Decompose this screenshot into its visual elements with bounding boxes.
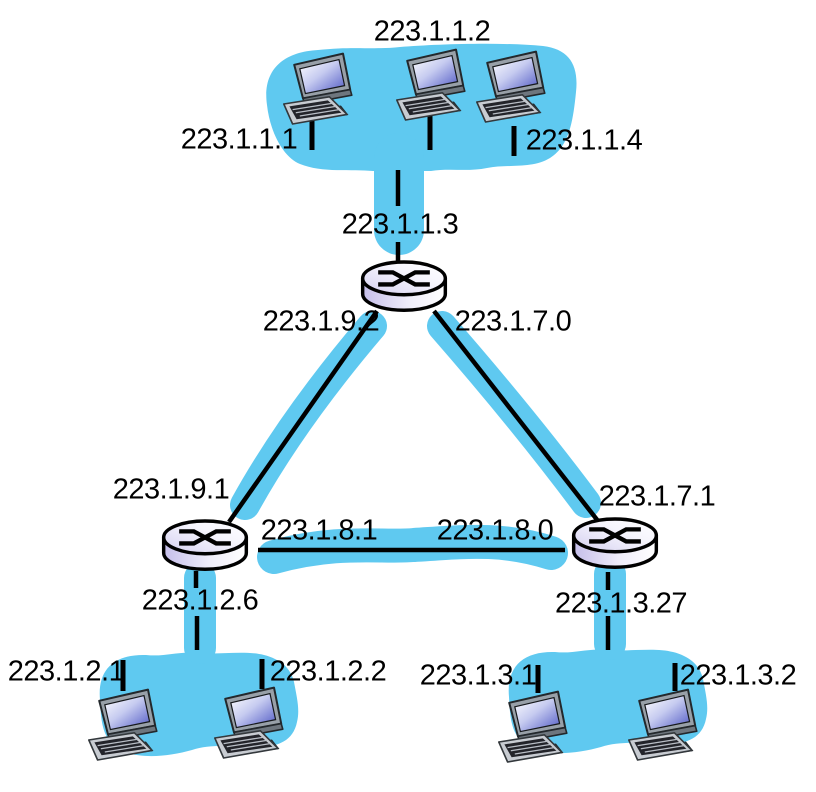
link-router-left [227,309,379,524]
network-links [193,170,611,650]
router-bottom-right [574,519,657,567]
link-router-right [432,309,600,523]
router-top [363,262,446,310]
ip-label-223-1-8-1: 223.1.8.1 [260,514,378,547]
ip-label-223-1-7-1: 223.1.7.1 [598,480,716,513]
link-highlight-223-1-9 [230,311,387,520]
ip-label-223-1-3-1: 223.1.3.1 [419,659,537,692]
host-223-1-3-1 [498,690,568,763]
ip-label-223-1-1-3: 223.1.1.3 [341,208,459,241]
ip-label-223-1-7-0: 223.1.7.0 [454,305,572,338]
ip-label-223-1-1-4: 223.1.1.4 [525,124,643,157]
ip-label-223-1-1-2: 223.1.1.2 [373,15,491,48]
ip-label-223-1-3-27: 223.1.3.27 [554,587,688,620]
ip-label-223-1-8-0: 223.1.8.0 [436,514,554,547]
ip-label-223-1-2-2: 223.1.2.2 [269,655,387,688]
ip-label-223-1-1-1: 223.1.1.1 [180,123,298,156]
router-bottom-left [164,521,247,569]
ip-label-223-1-2-1: 223.1.2.1 [7,655,125,688]
host-drop-lines [120,112,678,693]
link-highlight-223-1-8 [257,524,568,574]
ip-label-223-1-2-6: 223.1.2.6 [141,584,259,617]
host-223-1-2-1 [88,688,158,761]
ip-label-223-1-9-2: 223.1.9.2 [262,305,380,338]
ip-label-223-1-3-2: 223.1.3.2 [679,659,797,692]
ip-label-223-1-9-1: 223.1.9.1 [112,473,230,506]
